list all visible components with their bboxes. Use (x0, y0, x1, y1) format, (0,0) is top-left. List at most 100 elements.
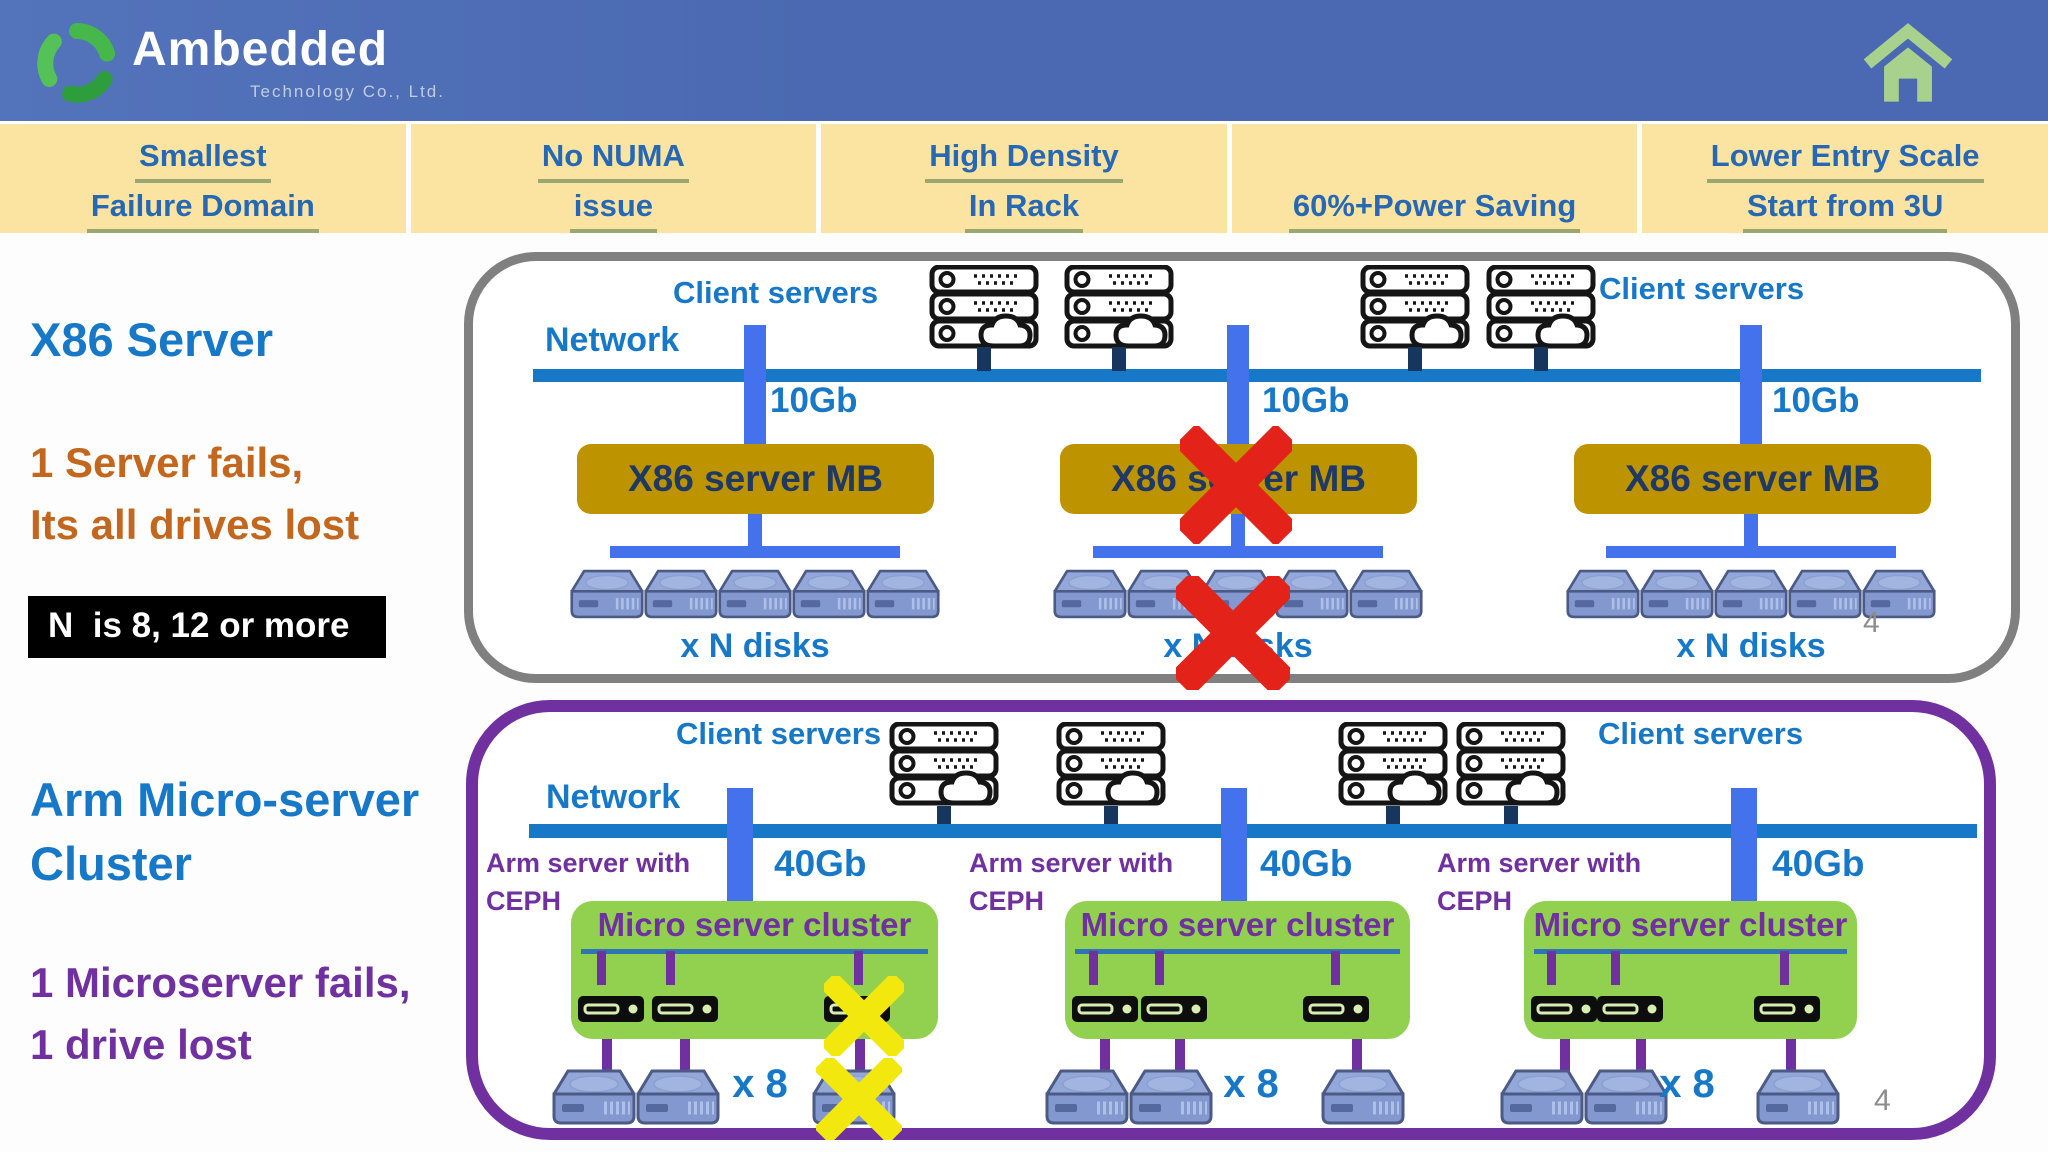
disk-count-label: x 8 (732, 1062, 788, 1106)
disk-icon (792, 565, 866, 623)
client-server-rack-icon (1063, 265, 1175, 349)
node-disk-link (680, 1039, 690, 1071)
brand-name: Ambedded (132, 23, 389, 76)
disk-bus (1093, 546, 1383, 558)
arm-server-ceph-line2: CEPH (969, 886, 1045, 916)
disk-icon (1321, 1068, 1405, 1126)
rack-uplink (1112, 347, 1126, 371)
cluster-box-title: Micro server cluster (597, 906, 912, 943)
arm-heading-line1: Arm Micro-server (30, 773, 420, 826)
brand-subtitle: Technology Co., Ltd. (250, 82, 445, 101)
40gb-link (727, 788, 753, 903)
mb-disk-link (748, 514, 762, 546)
microserver-icon (1303, 996, 1369, 1022)
disk-icon (636, 1068, 720, 1126)
link-speed-label: 10Gb (770, 381, 858, 420)
page-number: 4 (1874, 1084, 1891, 1117)
red-x-lost-disks-icon (1176, 576, 1290, 690)
micro-server-cluster-box: Micro server cluster (1065, 901, 1410, 1039)
disk-count-label: x 8 (1223, 1062, 1279, 1106)
microserver-icon (1141, 996, 1207, 1022)
40gb-link (1731, 788, 1757, 903)
arm-server-ceph-label: Arm server with CEPH (1437, 844, 1641, 920)
rack-uplink (1104, 806, 1118, 824)
network-label: Network (545, 321, 680, 359)
node-disk-link (1560, 1039, 1570, 1071)
link-speed-label: 40Gb (1260, 843, 1353, 884)
disk-bus (610, 546, 900, 558)
node-disk-link (1786, 1039, 1796, 1071)
node-disk-link (1175, 1039, 1185, 1071)
x86-failure-note: 1 Server fails, Its all drives lost (30, 432, 359, 556)
benefit-line: 60%+Power Saving (1288, 184, 1581, 233)
node-disk-link (1636, 1039, 1646, 1071)
disk-bus (1606, 546, 1896, 558)
x86-server-mb-box: X86 server MB (577, 444, 934, 514)
benefit-line: Lower Entry Scale (1706, 134, 1984, 183)
cluster-bus (581, 949, 928, 954)
yellow-x-lost-disk-icon (816, 1058, 902, 1140)
client-server-rack-icon (928, 265, 1040, 349)
link-speed-label: 40Gb (774, 843, 867, 884)
client-servers-label: Client servers (1599, 271, 1805, 306)
swirl-logo-icon (30, 16, 124, 110)
benefit-line: High Density (925, 134, 1123, 183)
disk-row (570, 565, 940, 623)
cluster-node-link (666, 951, 676, 985)
link-speed-label: 40Gb (1772, 843, 1865, 884)
client-servers-label: Client servers (1598, 716, 1804, 751)
disk-icon (570, 565, 644, 623)
yellow-x-failed-microserver-icon (824, 976, 904, 1056)
disk-icon (644, 565, 718, 623)
client-server-rack-icon (1055, 722, 1167, 806)
network-line (529, 824, 1977, 838)
arm-server-ceph-line1: Arm server with (486, 848, 691, 878)
microserver-icon (578, 996, 644, 1022)
home-icon[interactable] (1862, 20, 1954, 106)
benefit-line: Smallest (135, 134, 271, 183)
arm-heading-line2: Cluster (30, 837, 192, 890)
client-server-rack-icon (1455, 722, 1567, 806)
benefit-power-saving: 60%+Power Saving (1232, 124, 1643, 233)
cluster-box-title: Micro server cluster (1080, 906, 1395, 943)
cluster-node-link (1330, 951, 1340, 985)
arm-cluster-heading: Arm Micro-server Cluster (30, 768, 419, 896)
arm-server-ceph-line2: CEPH (486, 886, 562, 916)
rack-uplink (937, 806, 951, 824)
network-line (533, 369, 1981, 382)
10gb-link (1227, 325, 1249, 447)
arm-diagram-box: Client servers Client servers Network 40… (466, 700, 1996, 1140)
benefit-high-density: High Density In Rack (821, 124, 1232, 233)
mb-disk-link (1744, 514, 1758, 546)
microserver-icon (1597, 996, 1663, 1022)
x86-diagram-box: Client servers Client servers Network 10… (464, 252, 2020, 683)
40gb-link (1221, 788, 1247, 903)
disk-count-label: x N disks (1676, 627, 1826, 665)
benefit-no-numa: No NUMA issue (411, 124, 822, 233)
arm-failure-line2: 1 drive lost (30, 1021, 252, 1068)
disk-count-label: x N disks (680, 627, 830, 665)
disk-icon (1500, 1068, 1584, 1126)
rack-uplink (1504, 806, 1518, 824)
rack-uplink (977, 347, 991, 371)
page-number: 4 (1863, 606, 1880, 639)
client-servers-label: Client servers (673, 275, 879, 310)
arm-server-ceph-label: Arm server with CEPH (486, 844, 690, 920)
cluster-bus (1534, 949, 1847, 954)
benefit-line: issue (569, 184, 658, 233)
x86-failure-line1: 1 Server fails, (30, 439, 304, 486)
rack-uplink (1386, 806, 1400, 824)
disk-icon (1640, 565, 1714, 623)
cluster-node-link (1547, 951, 1557, 985)
disk-icon (1045, 1068, 1129, 1126)
cluster-node-link (1089, 951, 1099, 985)
rack-uplink (1534, 347, 1548, 371)
cluster-node-link (853, 951, 863, 985)
x86-server-heading: X86 Server (30, 313, 274, 366)
link-speed-label: 10Gb (1772, 381, 1860, 420)
link-speed-label: 10Gb (1262, 381, 1350, 420)
disk-icon (1566, 565, 1640, 623)
arm-server-ceph-line1: Arm server with (969, 848, 1174, 878)
arm-server-ceph-line1: Arm server with (1437, 848, 1642, 878)
